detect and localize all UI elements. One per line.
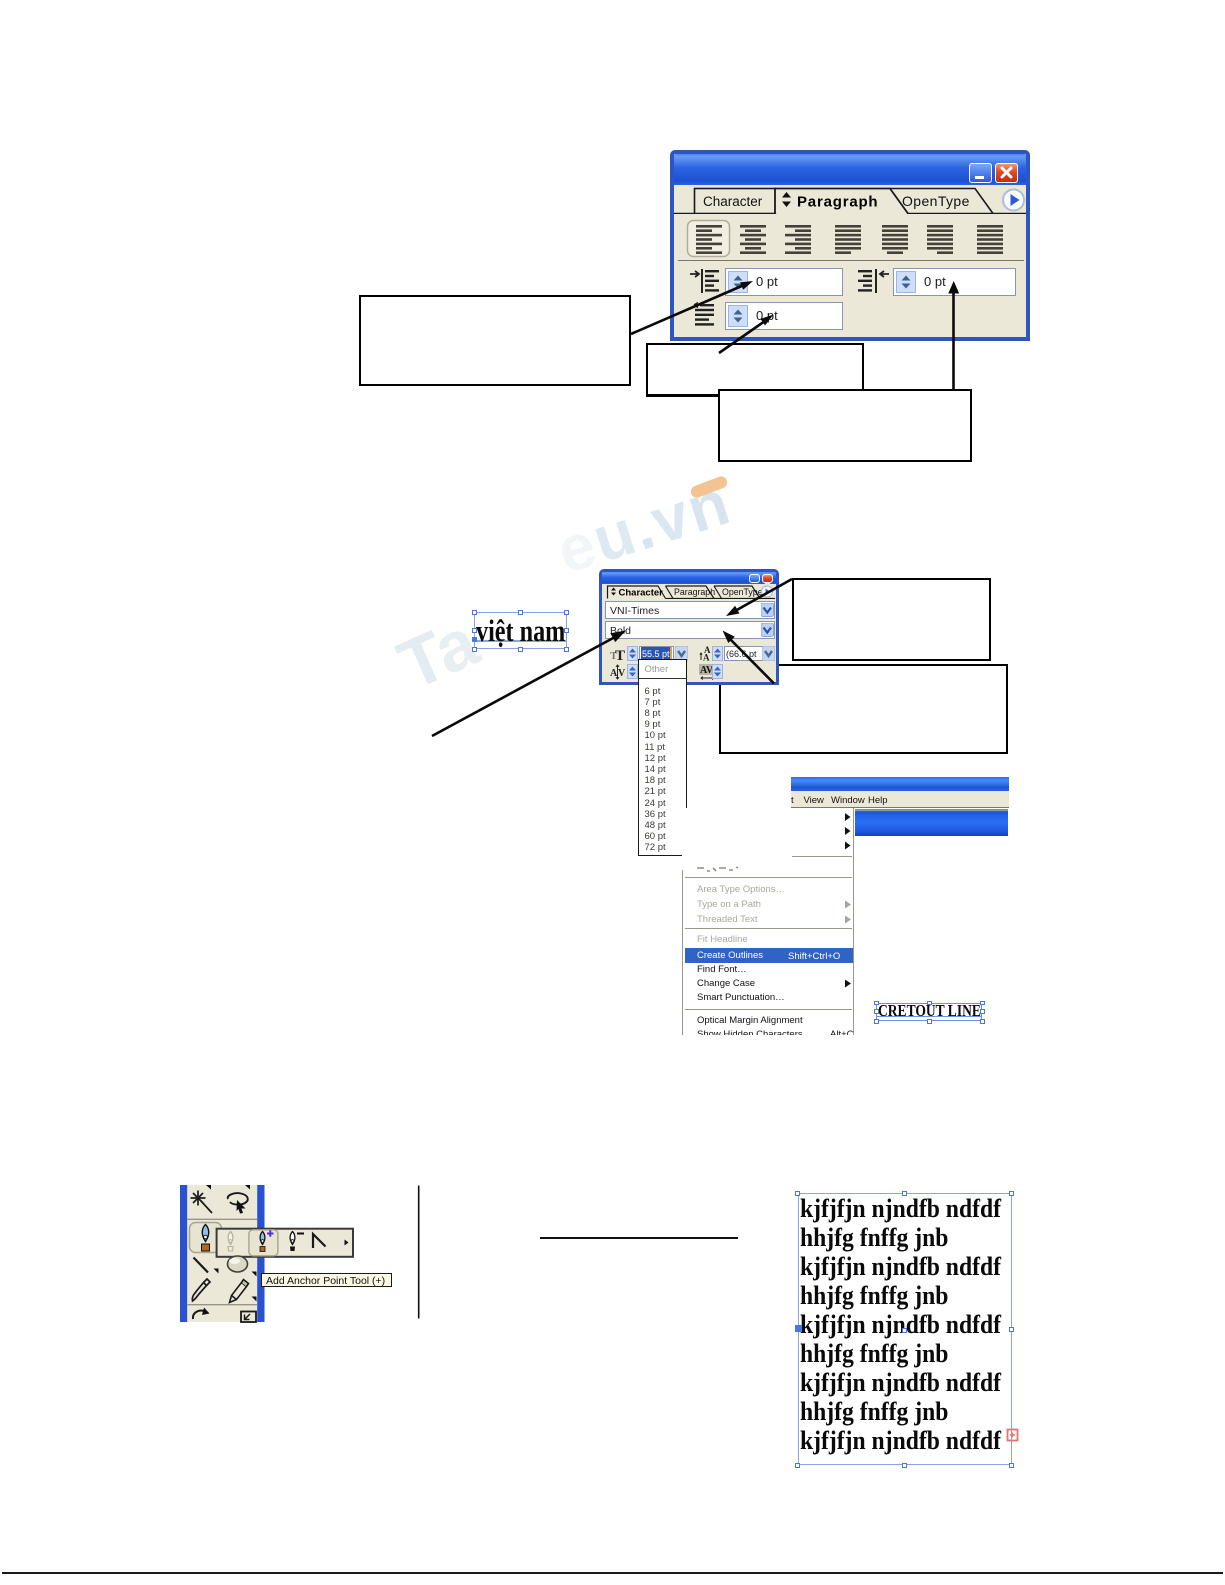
svg-text:Character: Character bbox=[703, 194, 763, 209]
svg-text:Paragraph: Paragraph bbox=[797, 194, 878, 211]
svg-text:AV: AV bbox=[700, 665, 714, 676]
svg-text:A: A bbox=[704, 645, 711, 655]
svg-text:Paragraph: Paragraph bbox=[674, 587, 715, 597]
svg-text:Character: Character bbox=[619, 588, 664, 599]
svg-text:A: A bbox=[610, 668, 618, 679]
svg-text:T: T bbox=[615, 648, 625, 661]
svg-text:A: A bbox=[703, 653, 710, 662]
svg-text:OpenType: OpenType bbox=[722, 587, 763, 597]
svg-text:V: V bbox=[618, 668, 626, 679]
svg-text:OpenType: OpenType bbox=[902, 193, 970, 209]
